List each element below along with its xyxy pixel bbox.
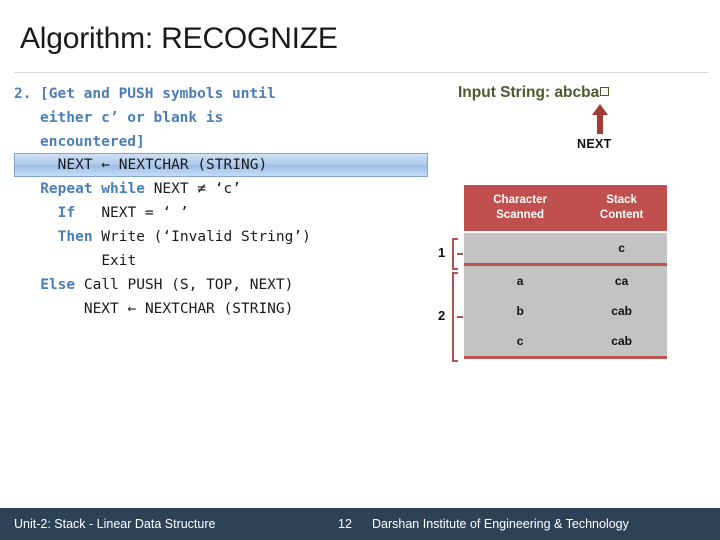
algorithm-step-line: either c’ or blank is — [14, 106, 434, 130]
row-group-bracket-1 — [452, 238, 463, 270]
table-header-gap — [464, 231, 667, 233]
table-header-character-scanned: Character Scanned — [464, 185, 577, 231]
cell-stack-content: cab — [576, 296, 667, 326]
blank-symbol-box — [600, 87, 610, 96]
input-string-value: abcba — [554, 84, 600, 101]
slide-footer: Unit-2: Stack - Linear Data Structure 12… — [0, 508, 720, 540]
cell-stack-content: ca — [576, 264, 667, 296]
table-row: a ca — [464, 264, 667, 296]
stack-trace-table: Character Scanned Stack Content c a ca b… — [464, 185, 667, 359]
step-text-line-2: either c’ or blank is — [40, 110, 224, 126]
step-text-line-1: [Get and PUSH symbols until — [40, 86, 276, 102]
step-text-line-3: encountered] — [40, 134, 145, 150]
algorithm-step-block: 2. [Get and PUSH symbols until either c’… — [14, 82, 434, 154]
code-indent — [14, 253, 101, 269]
algorithm-code-block: NEXT ← NEXTCHAR (STRING) Repeat while NE… — [14, 153, 434, 321]
algorithm-step-line: 2. [Get and PUSH symbols until — [14, 82, 434, 106]
code-indent — [14, 181, 40, 197]
code-line: Exit — [14, 249, 434, 273]
footer-page-number: 12 — [338, 517, 352, 531]
input-string-line: Input String: abcba — [458, 84, 610, 102]
row-group-number-1: 1 — [438, 245, 446, 260]
table-header-stack-content: Stack Content — [576, 185, 667, 231]
page-title: Algorithm: RECOGNIZE — [20, 22, 338, 55]
code-keyword: Repeat while — [40, 181, 145, 197]
next-pointer-arrow-icon — [592, 104, 608, 134]
header-line-1: Character — [493, 194, 547, 206]
code-line-highlight — [14, 153, 428, 177]
table-row: b cab — [464, 296, 667, 326]
code-text: NEXT ← NEXTCHAR (STRING) — [57, 157, 268, 173]
step-number: 2. — [14, 86, 32, 102]
code-line: NEXT ← NEXTCHAR (STRING) — [14, 297, 434, 321]
table-header-row: Character Scanned Stack Content — [464, 185, 667, 231]
header-line-2: Content — [599, 209, 644, 221]
code-text: Exit — [101, 253, 137, 269]
code-text: NEXT ≠ ‘c’ — [144, 181, 241, 197]
bracket-tick — [457, 253, 463, 255]
code-line: NEXT ← NEXTCHAR (STRING) — [14, 153, 434, 177]
row-group-number-2: 2 — [438, 308, 446, 323]
code-indent — [14, 229, 58, 245]
cell-stack-content: c — [576, 233, 667, 266]
header-line-2: Scanned — [496, 209, 545, 221]
input-string-label: Input String: — [458, 84, 551, 101]
code-indent — [14, 301, 84, 317]
code-line: If NEXT = ‘ ’ — [14, 201, 434, 225]
code-keyword: Else — [40, 277, 76, 293]
footer-institute-label: Darshan Institute of Engineering & Techn… — [372, 517, 629, 531]
algorithm-step-line: encountered] — [14, 130, 434, 154]
header-gap-cell — [464, 231, 667, 233]
bracket-tick — [457, 316, 463, 318]
code-keyword: Then — [57, 229, 93, 245]
code-line: Repeat while NEXT ≠ ‘c’ — [14, 177, 434, 201]
footer-unit-label: Unit-2: Stack - Linear Data Structure — [14, 517, 216, 531]
code-line: Else Call PUSH (S, TOP, NEXT) — [14, 273, 434, 297]
cell-stack-content: cab — [576, 326, 667, 359]
code-indent — [14, 205, 58, 221]
table-row: c cab — [464, 326, 667, 359]
table-row: c — [464, 233, 667, 266]
cell-character-scanned — [464, 233, 577, 266]
code-indent — [14, 277, 40, 293]
code-indent — [14, 157, 58, 173]
cell-character-scanned: b — [464, 296, 577, 326]
cell-character-scanned: c — [464, 326, 577, 359]
cell-character-scanned: a — [464, 264, 577, 296]
code-keyword: If — [57, 205, 76, 221]
next-pointer-label: NEXT — [577, 137, 612, 151]
code-text: NEXT = ‘ ’ — [75, 205, 189, 221]
row-group-bracket-2 — [452, 272, 463, 362]
code-text: NEXT ← NEXTCHAR (STRING) — [83, 301, 294, 317]
code-line: Then Write (‘Invalid String’) — [14, 225, 434, 249]
header-line-1: Stack — [606, 194, 637, 206]
title-divider — [14, 72, 708, 73]
code-text: Call PUSH (S, TOP, NEXT) — [75, 277, 294, 293]
code-text: Write (‘Invalid String’) — [92, 229, 311, 245]
